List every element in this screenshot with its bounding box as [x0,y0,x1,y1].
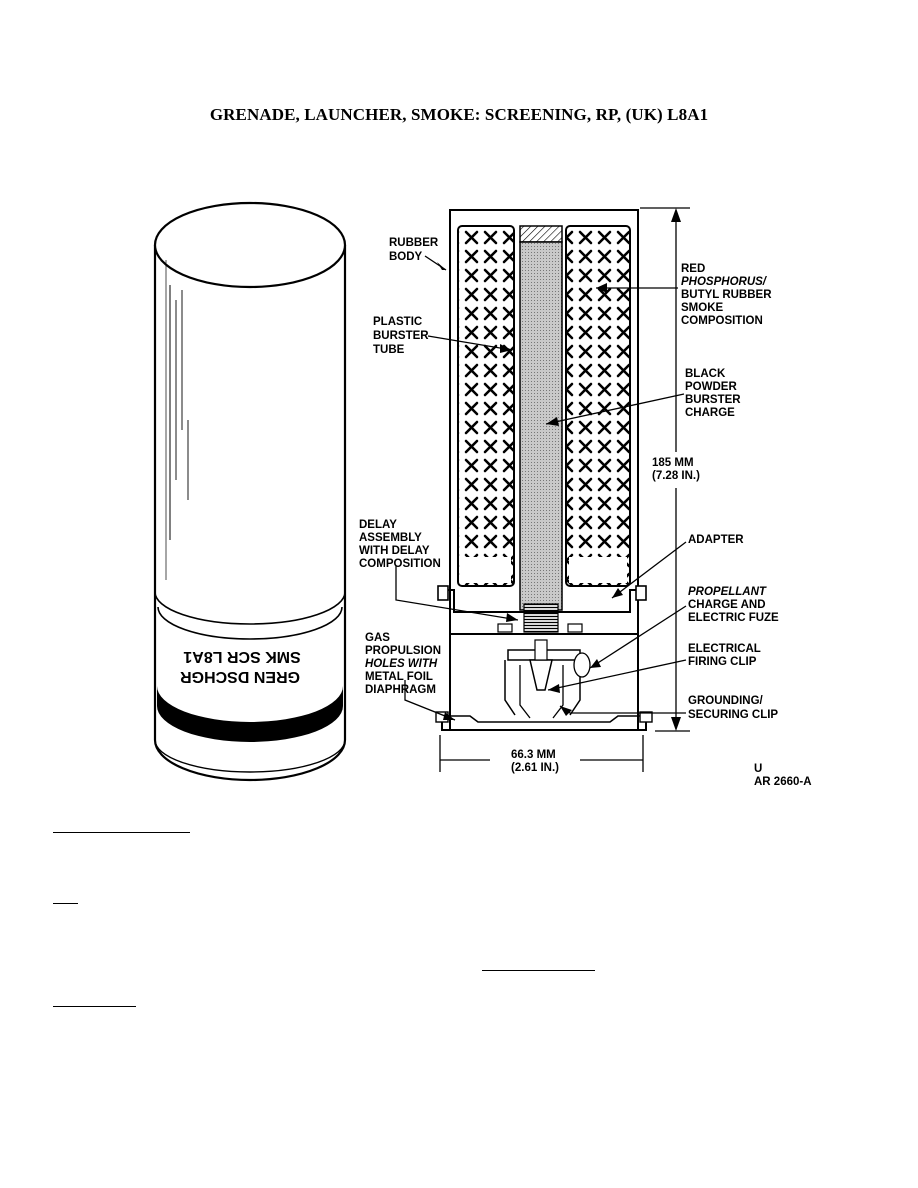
section-heading-underline-2 [53,903,78,904]
label-length-dimension: 185 MM (7.28 IN.) [652,457,700,482]
dimension-lines [439,207,690,772]
section-heading-underline-3 [482,970,595,971]
canister-marking-1: GREN DSCHGR [180,668,300,685]
label-width-dimension: 66.3 MM (2.61 IN.) [511,749,559,774]
label-propellant: PROPELLANT CHARGE AND ELECTRIC FUZE [688,586,779,624]
label-black-powder: BLACK POWDER BURSTER CHARGE [685,368,744,419]
label-plastic-burster-tube: PLASTIC BURSTER TUBE [373,316,432,356]
label-gas-propulsion: GAS PROPULSION HOLES WITH METAL FOIL DIA… [365,632,444,696]
label-adapter: ADAPTER [688,534,744,546]
section-heading-underline-4 [53,1006,136,1007]
section-heading-underline-1 [53,832,190,833]
leader-arrowheads [437,262,623,720]
label-rubber-body: RUBBER BODY [389,237,441,263]
page-title: GRENADE, LAUNCHER, SMOKE: SCREENING, RP,… [209,105,709,124]
cross-section [435,209,653,731]
label-delay-assembly: DELAY ASSEMBLY WITH DELAY COMPOSITION [359,519,441,570]
label-firing-clip: ELECTRICAL FIRING CLIP [688,643,764,668]
canister-marking-2: SMK SCR L8A1 [183,648,300,665]
canister-drawing: GREN DSCHGR SMK SCR L8A1 [153,201,347,782]
label-grounding-clip: GROUNDING/ SECURING CLIP [688,695,778,721]
label-red-phosphorus: RED PHOSPHORUS/ BUTYL RUBBER SMOKE COMPO… [681,263,775,327]
figure-reference-code: U AR 2660-A [754,763,812,788]
